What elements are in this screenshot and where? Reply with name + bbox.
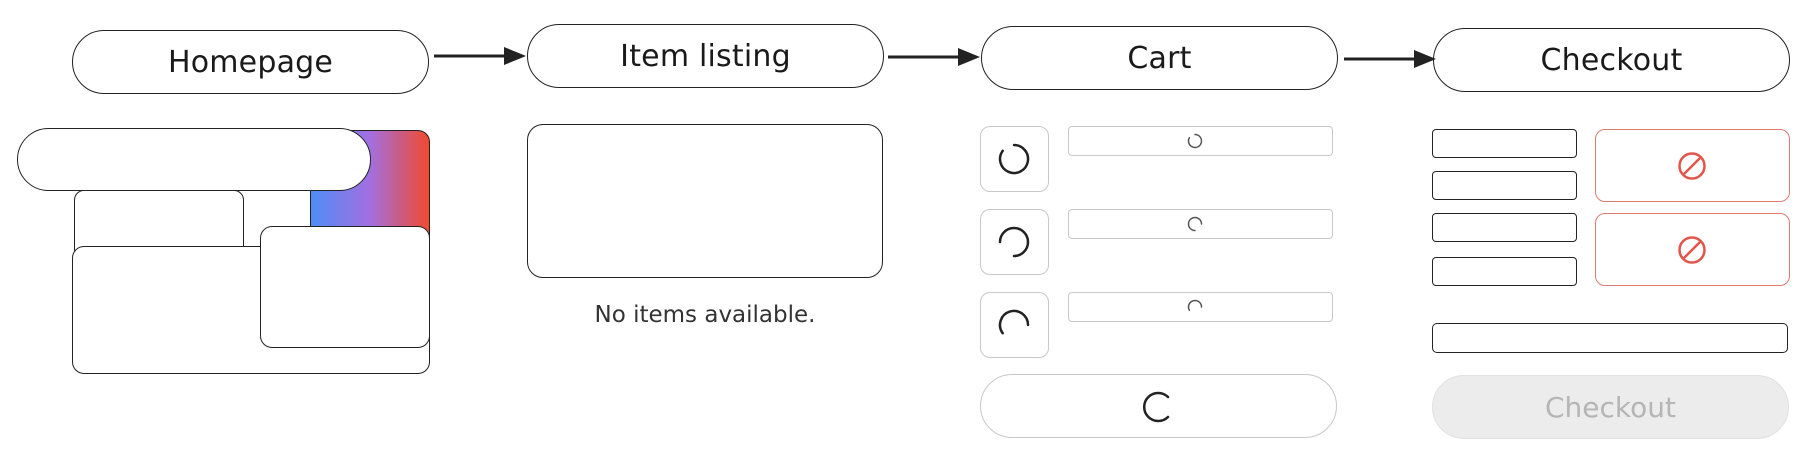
cart-item-detail-bar: [1068, 126, 1333, 156]
loading-spinner-icon: [998, 226, 1030, 258]
cart-item-detail-bar: [1068, 292, 1333, 322]
stage-item-listing: Item listing: [527, 24, 884, 88]
checkout-form-field: [1432, 257, 1577, 286]
loading-spinner-icon: [1142, 391, 1170, 423]
loading-spinner-icon: [1187, 133, 1203, 149]
stage-label: Cart: [1127, 40, 1192, 76]
cart-item-detail-bar: [1068, 209, 1333, 239]
checkout-form-field: [1432, 171, 1577, 200]
stage-cart: Cart: [981, 26, 1338, 90]
cart-item-thumbnail: [980, 209, 1049, 275]
item-listing-empty-panel: [527, 124, 883, 278]
homepage-search-bar: [17, 128, 371, 191]
stage-checkout: Checkout: [1433, 28, 1790, 92]
stage-label: Item listing: [620, 38, 791, 74]
blocked-icon: [1678, 152, 1706, 180]
stage-label: Homepage: [167, 44, 334, 80]
checkout-form-field: [1432, 129, 1577, 158]
stage-label: Checkout: [1540, 42, 1683, 78]
arrow-cart-to-checkout: [1344, 50, 1436, 68]
loading-spinner-icon: [1187, 299, 1203, 312]
blocked-icon: [1678, 236, 1706, 264]
homepage-card-overlay: [260, 226, 430, 348]
arrow-listing-to-cart: [888, 48, 980, 66]
loading-spinner-icon: [998, 143, 1030, 175]
checkout-button[interactable]: Checkout: [1432, 375, 1789, 439]
loading-spinner-icon: [998, 309, 1030, 335]
cart-item-thumbnail: [980, 292, 1049, 358]
checkout-address-field: [1432, 323, 1788, 353]
stage-homepage: Homepage: [72, 30, 429, 94]
loading-spinner-icon: [1187, 216, 1203, 232]
cart-item-thumbnail: [980, 126, 1049, 192]
item-listing-empty-message: No items available.: [594, 302, 816, 328]
cart-action-button: [980, 374, 1337, 438]
checkout-form-field: [1432, 213, 1577, 242]
checkout-button-label: Checkout: [1545, 390, 1676, 424]
arrow-homepage-to-listing: [434, 47, 526, 65]
